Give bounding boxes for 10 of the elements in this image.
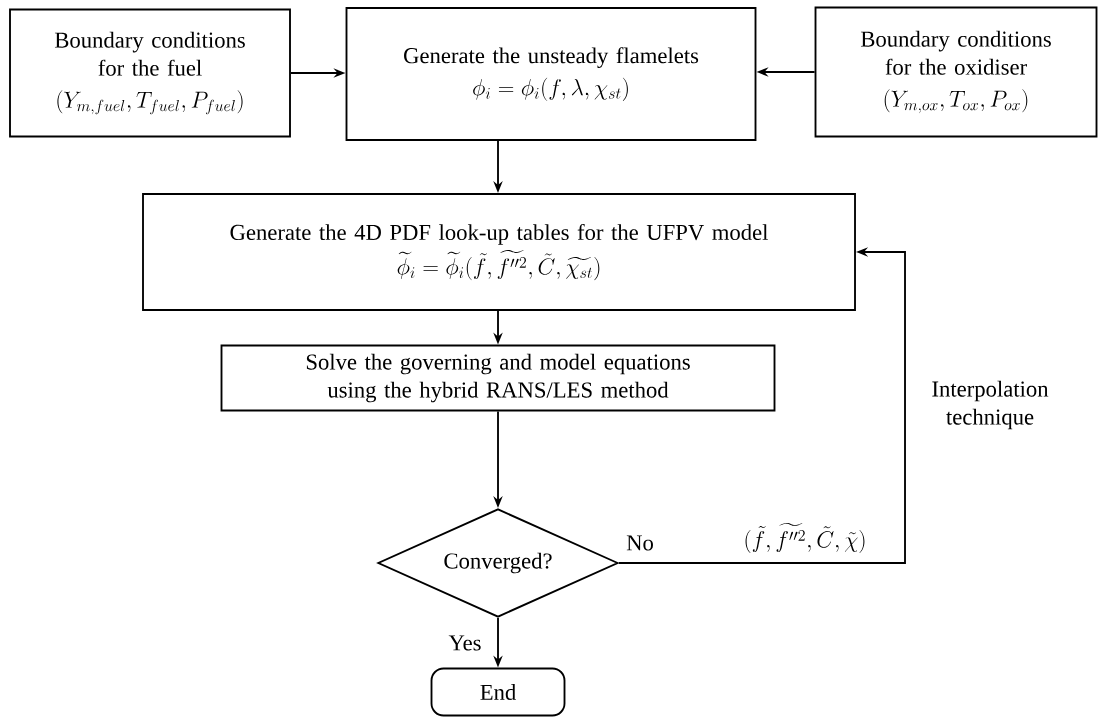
process-box: Boundary conditions for the oxidiser $(Y_{m,ox}, T_{ox}, P_{ox})$ bbox=[814, 6, 1098, 138]
process-box: Generate the unsteady flamelets $\phi_i = \phi_i(f, \lambda, \chi_{st})$ bbox=[345, 7, 757, 141]
note-text: Interpolation technique bbox=[932, 380, 1049, 430]
process-box: Generate the 4D PDF look-up tables for the UFPV model $\widetilde{\phi}_i = \widetilde{\phi}_i(\tilde{f}, \widetilde{f''^{2}}, \tilde{C}, \widetilde{\chi_{st}})$ bbox=[142, 193, 856, 311]
edge-label: Yes bbox=[448, 635, 481, 651]
terminal-box: End bbox=[430, 667, 566, 717]
formula-label: $(\tilde{f}, \widetilde{f''^{2}}, \tilde{C}, \tilde{\chi})$ bbox=[745, 522, 865, 554]
process-box: Boundary conditions for the fuel $(Y_{m,fuel}, T_{fuel}, P_{fuel})$ bbox=[9, 8, 291, 138]
process-box: Solve the governing and model equations using the hybrid RANS/LES method bbox=[220, 344, 776, 412]
edge-label: No bbox=[626, 535, 653, 551]
